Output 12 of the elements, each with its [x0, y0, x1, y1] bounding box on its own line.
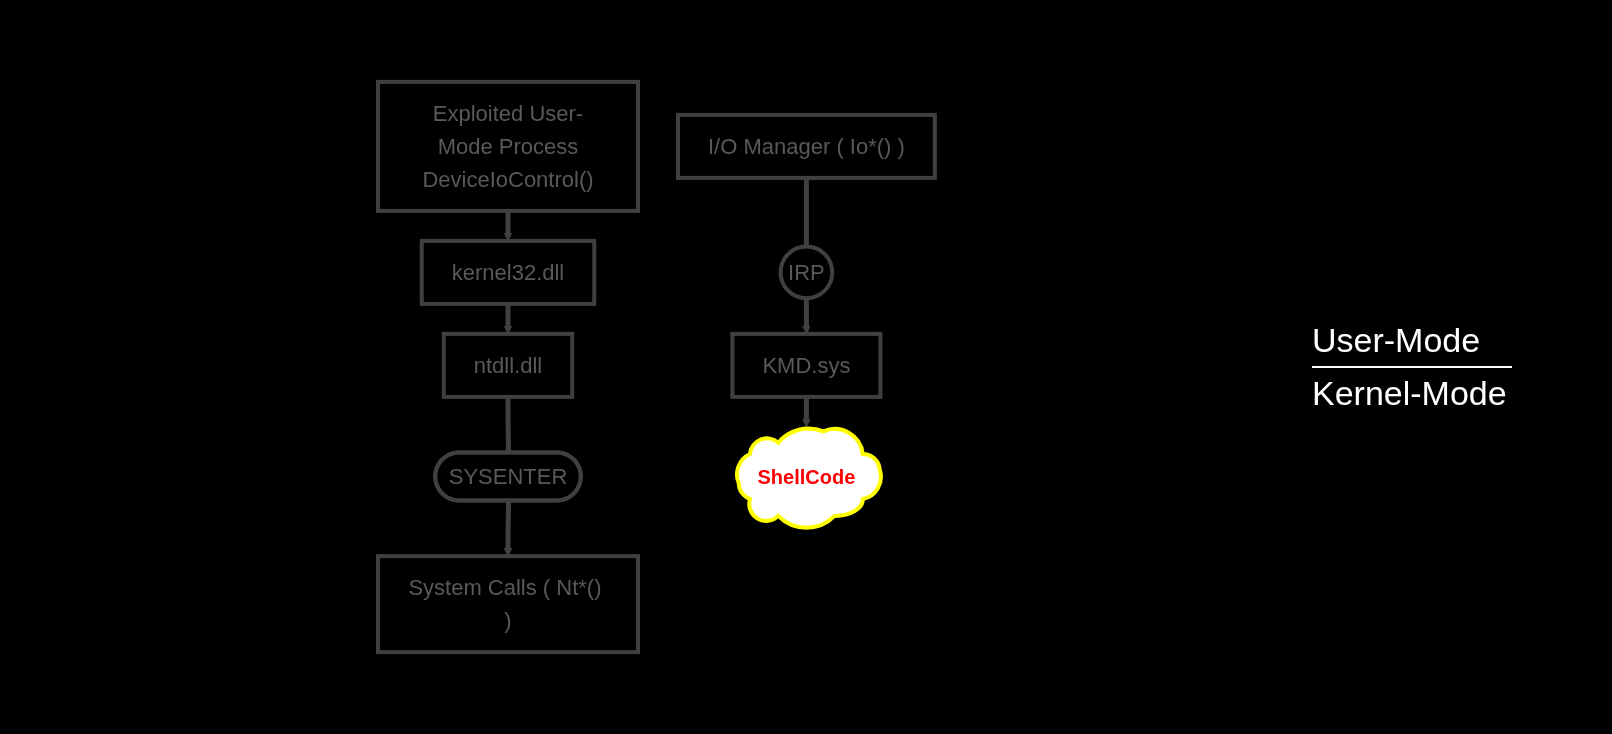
arrow — [503, 500, 512, 557]
node-box: System Calls ( Nt*() ) — [375, 554, 640, 655]
node-box: I/O Manager ( Io*() ) — [675, 112, 937, 180]
node-box: Exploited User-Mode Process DeviceIoControl() — [375, 79, 640, 213]
mode-label: Kernel-Mode — [1312, 374, 1508, 413]
connector — [803, 177, 809, 247]
node-box: ntdll.dll — [441, 331, 574, 399]
node-box: kernel32.dll — [419, 238, 596, 306]
node-circle: IRP — [778, 244, 834, 301]
mode-label: User-Mode — [1312, 321, 1482, 360]
arrow — [801, 396, 811, 428]
node-box: KMD.sys — [730, 331, 882, 399]
